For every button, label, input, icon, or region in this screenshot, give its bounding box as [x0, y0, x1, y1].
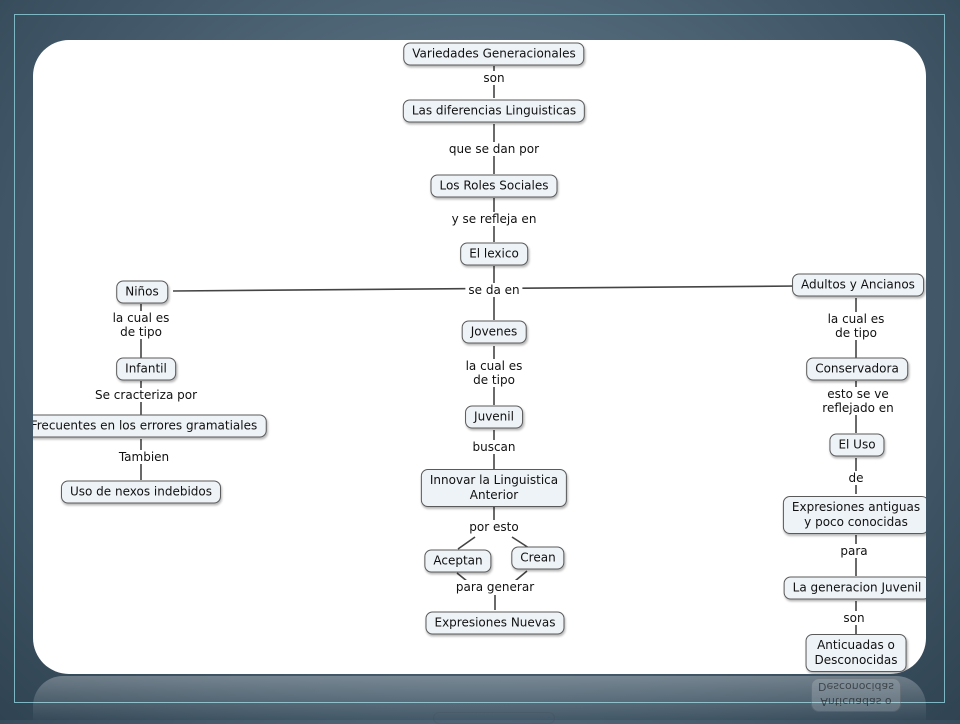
- link-text-line: la cual es: [112, 311, 170, 325]
- node-text-line: y poco conocidas: [804, 515, 908, 529]
- node-expresiones-antiguas[interactable]: Expresiones antiguas y poco conocidas: [782, 496, 926, 534]
- node-jovenes[interactable]: Jovenes: [461, 320, 527, 344]
- node-text-line: Desconocidas: [814, 653, 898, 667]
- link-por-esto: por esto: [466, 520, 522, 534]
- node-variedades-generacionales[interactable]: Variedades Generacionales: [403, 42, 585, 66]
- node-text-line: Anterior: [469, 488, 519, 502]
- node-text-line: Anticuadas o: [817, 638, 895, 652]
- link-de: de: [845, 471, 867, 485]
- link-buscan: buscan: [469, 440, 519, 454]
- node-juvenil[interactable]: Juvenil: [465, 405, 523, 429]
- link-text-line: la cual es: [465, 359, 523, 373]
- node-expresiones-nuevas[interactable]: Expresiones Nuevas: [425, 611, 565, 635]
- link-text-line: de tipo: [835, 326, 877, 340]
- reflected-text-line: Anticuadas o: [820, 695, 892, 708]
- concept-map-canvas: son que se dan por y se refleja en se da…: [33, 40, 926, 674]
- link-que-se-dan-por: que se dan por: [445, 142, 543, 156]
- link-para-generar: para generar: [452, 580, 538, 594]
- node-aceptan[interactable]: Aceptan: [424, 549, 492, 573]
- link-text-line: reflejado en: [822, 401, 894, 415]
- link-y-se-refleja-en: y se refleja en: [448, 212, 540, 226]
- link-tambien: Tambien: [115, 450, 173, 464]
- link-text-line: esto se ve: [827, 387, 889, 401]
- reflected-text-line: Desconocidas: [817, 680, 894, 693]
- link-son: son: [480, 71, 508, 85]
- reflected-node-anticuadas: Anticuadas o Desconocidas: [811, 678, 901, 712]
- node-ninos[interactable]: Niños: [116, 280, 168, 304]
- node-uso-nexos-indebidos[interactable]: Uso de nexos indebidos: [60, 480, 222, 504]
- node-roles-sociales[interactable]: Los Roles Sociales: [430, 174, 558, 198]
- slide-frame: [14, 14, 945, 703]
- node-el-lexico[interactable]: El lexico: [460, 242, 528, 266]
- link-la-cual-es-de-tipo-jovenes: la cual es de tipo: [462, 359, 526, 387]
- reflected-node-stub: [433, 712, 555, 724]
- node-text-line: Innovar la Linguistica: [429, 473, 559, 487]
- card-reflection: Anticuadas o Desconocidas: [33, 676, 926, 724]
- node-generacion-juvenil[interactable]: La generacion Juvenil: [783, 576, 926, 600]
- link-se-cracteriza-por: Se cracteriza por: [91, 388, 201, 402]
- node-text-line: Expresiones antiguas: [791, 500, 921, 514]
- node-el-uso[interactable]: El Uso: [829, 433, 885, 457]
- node-conservadora[interactable]: Conservadora: [806, 357, 908, 381]
- link-para: para: [837, 544, 871, 558]
- node-anticuadas-desconocidas[interactable]: Anticuadas o Desconocidas: [805, 634, 907, 672]
- link-son-2: son: [840, 611, 868, 625]
- node-diferencias-linguisticas[interactable]: Las diferencias Linguisticas: [402, 99, 586, 123]
- link-esto-se-ve-reflejado-en: esto se ve reflejado en: [819, 387, 897, 415]
- node-crean[interactable]: Crean: [511, 546, 565, 570]
- link-text-line: de tipo: [473, 373, 515, 387]
- node-frecuentes-errores[interactable]: Frecuentes en los errores gramatiales: [33, 414, 267, 438]
- link-la-cual-es-de-tipo-adultos: la cual es de tipo: [824, 312, 888, 340]
- link-la-cual-es-de-tipo-ninos: la cual es de tipo: [109, 311, 173, 339]
- link-text-line: la cual es: [827, 312, 885, 326]
- node-innovar-linguistica[interactable]: Innovar la Linguistica Anterior: [420, 469, 568, 507]
- node-infantil[interactable]: Infantil: [116, 357, 176, 381]
- link-text-line: de tipo: [120, 325, 162, 339]
- node-adultos-y-ancianos[interactable]: Adultos y Ancianos: [792, 273, 924, 297]
- link-se-da-en: se da en: [465, 283, 523, 297]
